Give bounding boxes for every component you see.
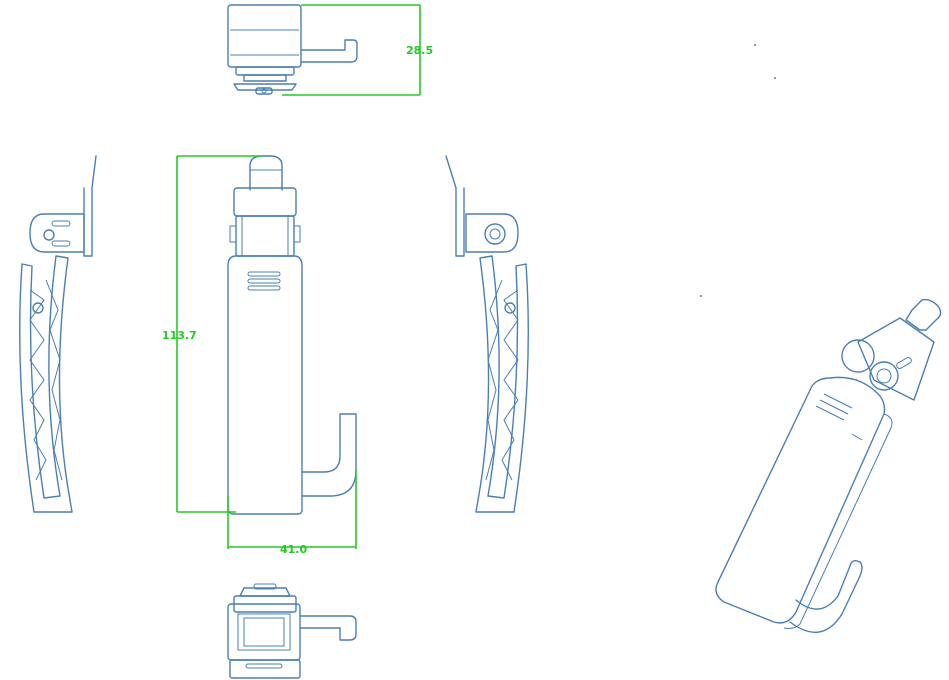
dimension-height-label: 113.7: [162, 329, 197, 342]
front-view: 113.7 41.0: [162, 155, 357, 556]
top-view: 28.5: [227, 4, 433, 96]
right-side-view: [445, 155, 529, 513]
isometric-view: [715, 298, 942, 633]
left-side-view: [19, 155, 97, 513]
bottom-view: [227, 583, 357, 679]
dimension-depth-label: 28.5: [406, 44, 433, 57]
dimension-width-label: 41.0: [280, 543, 307, 556]
